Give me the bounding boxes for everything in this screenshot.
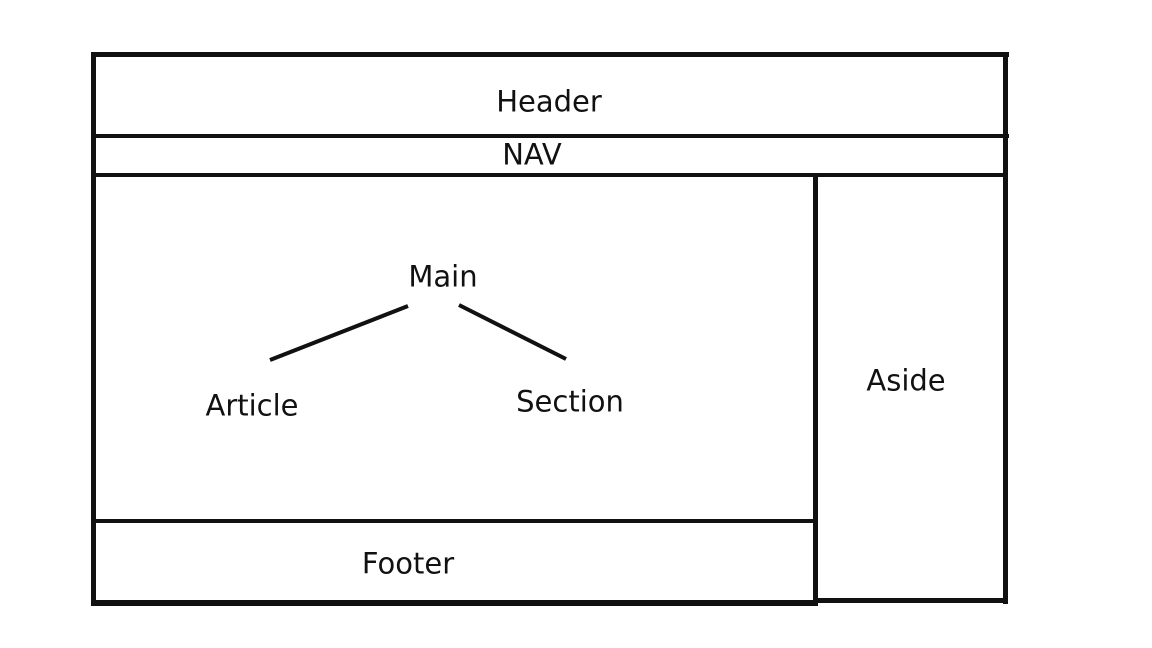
nav-bottom-border xyxy=(91,173,1008,177)
aside-bottom-border xyxy=(813,598,1008,603)
frame-left-border xyxy=(91,52,96,606)
aside-left-border xyxy=(813,173,818,606)
footer-bottom-border xyxy=(91,600,818,606)
footer-label: Footer xyxy=(361,546,455,581)
footer-top-border xyxy=(91,519,816,523)
frame-right-border xyxy=(1003,52,1008,604)
header-label: Header xyxy=(496,84,602,119)
aside-label: Aside xyxy=(866,363,946,398)
section-label: Section xyxy=(516,384,624,419)
nav-label: NAV xyxy=(502,137,562,172)
header-bottom-border xyxy=(91,134,1009,138)
article-label: Article xyxy=(205,388,299,423)
main-to-article-connector xyxy=(269,304,409,362)
frame-top-border xyxy=(91,52,1009,57)
main-label: Main xyxy=(408,259,478,294)
main-to-section-connector xyxy=(458,303,567,361)
